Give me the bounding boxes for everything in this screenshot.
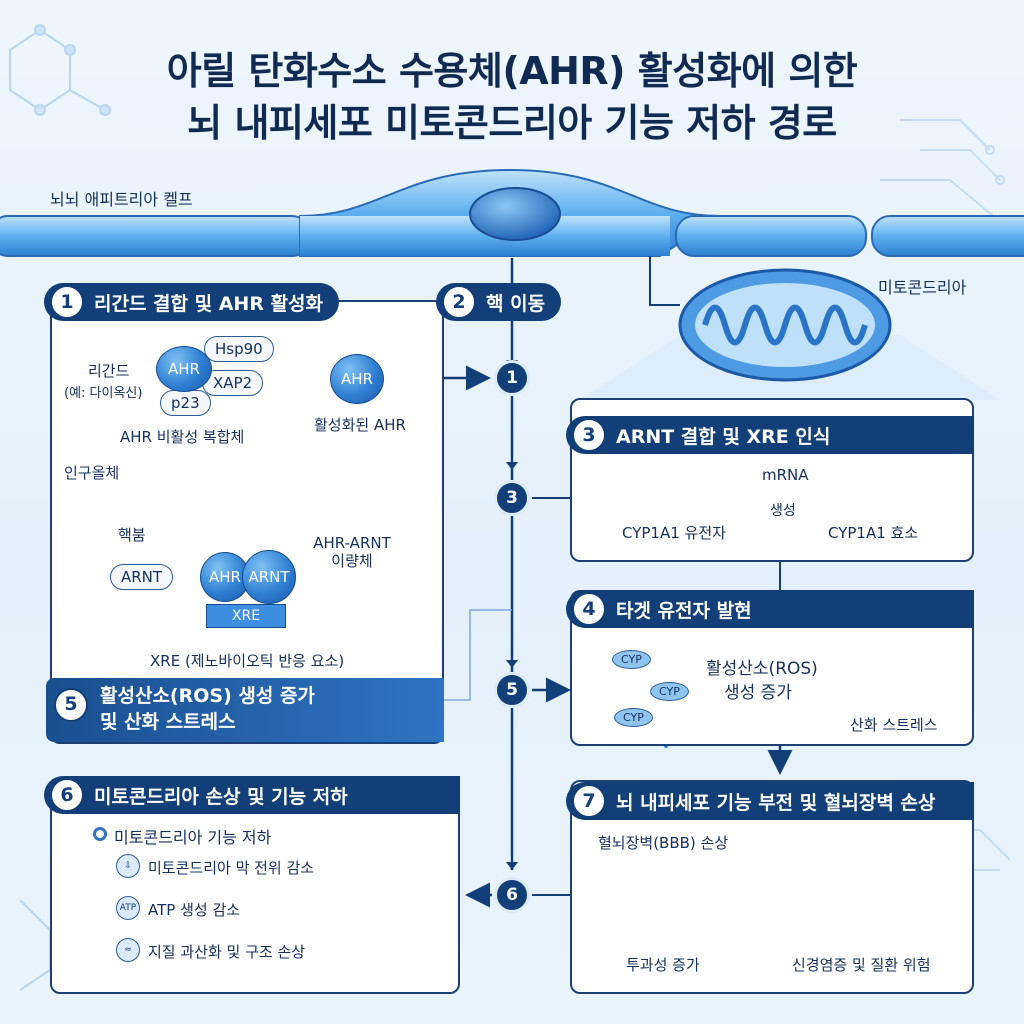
step1-number: 1 — [50, 285, 84, 319]
step6-number: 6 — [50, 778, 84, 812]
ros-label-line2: 생성 증가 — [724, 683, 792, 703]
bbb-label: 혈뇌장벽(BBB) 손상 — [598, 834, 729, 852]
step7-title: 뇌 내피세포 기능 부전 및 혈뇌장벽 손상 — [616, 791, 936, 814]
ros-label-line1: 활성산소(ROS) — [706, 659, 818, 679]
active-ahr-caption: 활성화된 AHR — [314, 416, 406, 434]
step5-title-line1: 활성산소(ROS) 생성 증가 — [100, 685, 315, 707]
title-line-1: 아릴 탄화수소 수용체(AHR) 활성화에 의한 — [166, 49, 858, 93]
item-lipid-peroxidation: 지질 과산화 및 구조 손상 — [148, 943, 306, 961]
cell-label: 뇌뇌 애피트리아 켈프 — [50, 190, 193, 209]
enzyme-label: CYP1A1 효소 — [828, 524, 919, 542]
step6-title: 미토콘드리아 손상 및 기능 저하 — [94, 785, 348, 808]
item-atp: ATP 생성 감소 — [148, 901, 241, 919]
mito-dysfunction-label: 미토콘드리아 기능 저하 — [114, 828, 272, 847]
step5-title-line2: 및 산화 스트레스 — [100, 710, 236, 733]
flow-node-1: 1 — [494, 360, 530, 396]
step4-title: 타겟 유전자 발현 — [616, 599, 752, 622]
step5-band: 5 활성산소(ROS) 생성 증가 및 산화 스트레스 — [46, 678, 444, 742]
flow-node-6: 6 — [494, 877, 530, 913]
ligand-label: 리간드 — [88, 362, 130, 380]
arnt-pill: ARNT — [110, 564, 174, 590]
mitochondria-label: 미토콘드리아 — [878, 278, 967, 297]
xap2-pill: XAP2 — [202, 370, 264, 396]
bullet-icon — [93, 827, 107, 841]
dimer-arnt: ARNT — [242, 550, 296, 604]
cytoplasm-label: 인구올체 — [64, 464, 120, 482]
step2-header: 2 핵 이동 — [436, 283, 562, 321]
nucleus-label: 핵붐 — [118, 526, 146, 544]
step1-header: 1 리간드 결합 및 AHR 활성화 — [44, 283, 340, 321]
step2-number: 2 — [442, 285, 476, 319]
xre-box: XRE — [206, 604, 286, 628]
step2-title: 핵 이동 — [486, 292, 546, 315]
step3-title: ARNT 결합 및 XRE 인식 — [616, 425, 831, 448]
hsp90-pill: Hsp90 — [204, 336, 274, 362]
ahr-active: AHR — [330, 354, 384, 404]
cyp-enzyme-3: CYP — [614, 708, 653, 727]
oxidative-stress-label: 산화 스트레스 — [850, 716, 938, 734]
ahr-inactive: AHR — [156, 346, 212, 392]
step7-number: 7 — [572, 784, 606, 818]
gene-label: CYP1A1 유전자 — [622, 524, 726, 542]
permeability-label: 투과성 증가 — [626, 956, 700, 974]
atp-icon: ATP — [116, 896, 140, 920]
mito-leader-line — [649, 256, 680, 306]
mrna-sub-label: 생성 — [770, 503, 796, 519]
xre-caption: XRE (제노바이오틱 반응 요소) — [150, 652, 345, 670]
step3-header: 3 ARNT 결합 및 XRE 인식 — [566, 416, 974, 454]
step3-number: 3 — [572, 418, 606, 452]
step1-title: 리간드 결합 및 AHR 활성화 — [94, 292, 324, 315]
lipid-icon: ≈ — [116, 938, 140, 962]
flow-node-5: 5 — [494, 672, 530, 708]
step7-header: 7 뇌 내피세포 기능 부전 및 혈뇌장벽 손상 — [566, 782, 974, 820]
step6-panel — [50, 782, 460, 994]
flow-node-3: 3 — [494, 480, 530, 516]
ligand-example: (예: 다이옥신) — [64, 386, 143, 401]
step4-number: 4 — [572, 592, 606, 626]
mrna-label: mRNA — [762, 466, 809, 484]
cyp-enzyme-1: CYP — [612, 650, 651, 669]
mitochondrion-graphic — [580, 268, 1000, 400]
item-membrane-potential: 미토콘드리아 막 전위 감소 — [148, 859, 315, 877]
step4-header: 4 타겟 유전자 발현 — [566, 590, 974, 628]
complex-caption: AHR 비활성 복합체 — [120, 428, 245, 446]
dimer-caption: AHR-ARNT 이량체 — [313, 534, 391, 570]
step5-number: 5 — [54, 688, 88, 722]
risk-label: 신경염증 및 질환 위험 — [792, 956, 931, 974]
title-line-2: 뇌 내피세포 미토콘드리아 기능 저하 경로 — [187, 101, 837, 145]
p23-pill: p23 — [160, 390, 211, 416]
membrane-potential-icon: ⇩ — [116, 854, 140, 878]
molecule-decoration — [9, 24, 111, 991]
dimer-ahr: AHR — [200, 552, 250, 602]
cyp-enzyme-2: CYP — [650, 682, 689, 701]
step6-header: 6 미토콘드리아 손상 및 기능 저하 — [44, 776, 460, 814]
endothelial-cell-band — [0, 168, 1024, 257]
